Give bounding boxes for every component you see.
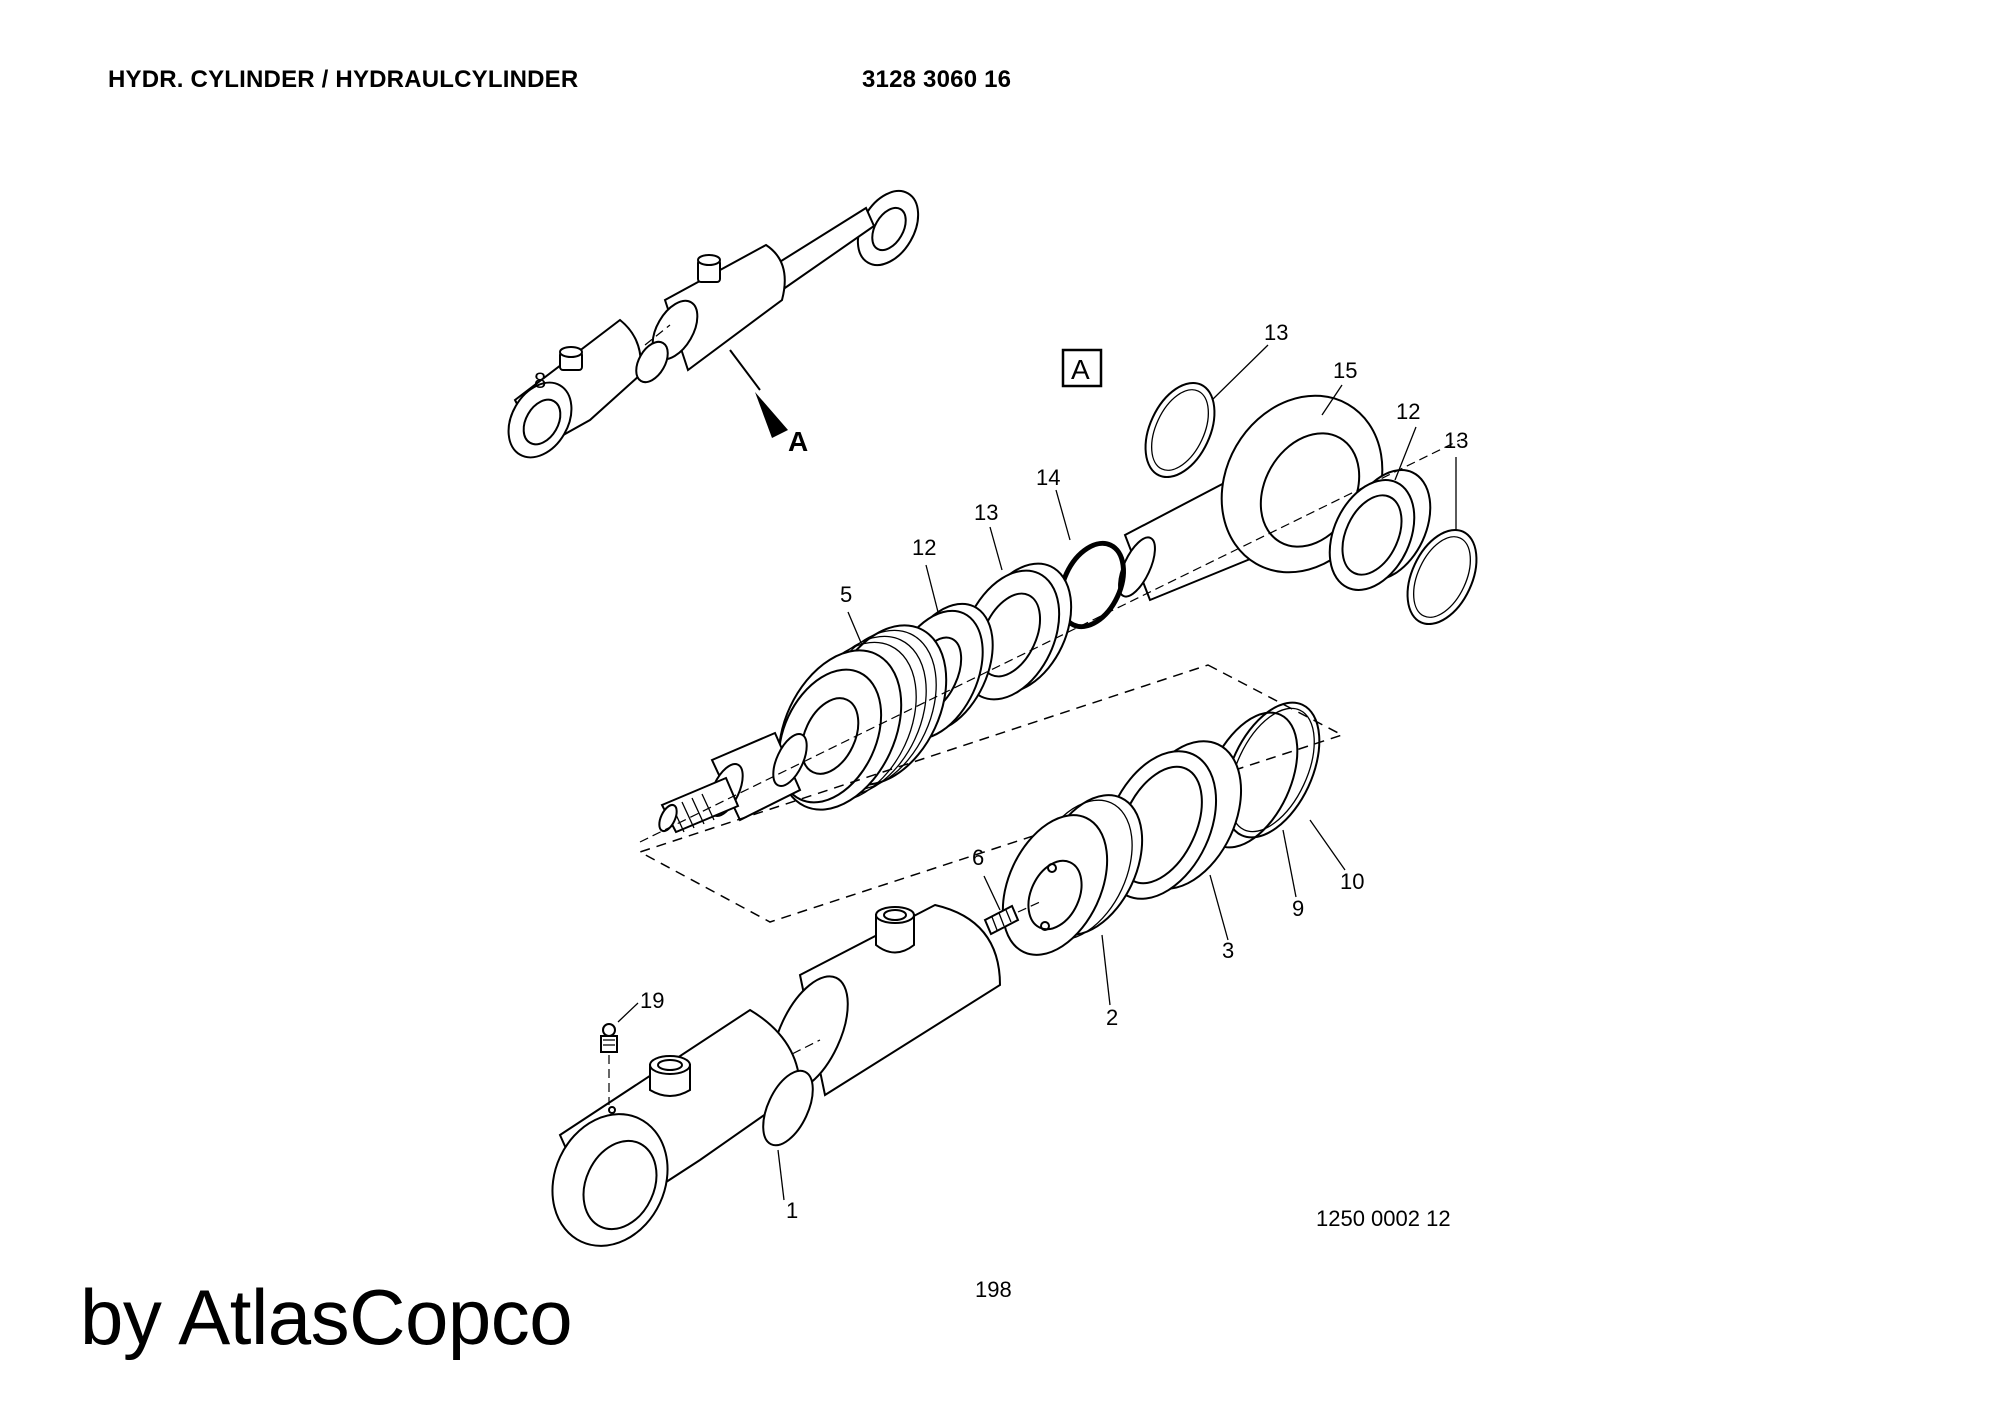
overview-cylinder [507, 190, 920, 459]
part-number: 3128 3060 16 [862, 66, 1012, 93]
callout-2: 2 [1106, 1005, 1118, 1030]
callout-19: 19 [640, 988, 664, 1013]
part-13-circlip-right [1406, 528, 1478, 626]
callout-9: 9 [1292, 896, 1304, 921]
detail-pointer-label: A [788, 426, 808, 457]
page-number: 198 [975, 1277, 1012, 1302]
callout-6: 6 [972, 845, 984, 870]
part-19-grease-nipple [600, 1023, 618, 1105]
detail-a-box [1061, 348, 1103, 388]
detail-box-label: A [1071, 354, 1090, 385]
callout-12-bushing: 12 [1396, 399, 1420, 424]
callout-8: 8 [534, 368, 546, 393]
part-10-backup-ring [1223, 701, 1321, 839]
callout-1: 1 [786, 1198, 798, 1223]
callout-3: 3 [1222, 938, 1234, 963]
brand-watermark: by AtlasCopco [80, 1273, 573, 1361]
pointer-arrow-icon [755, 392, 788, 438]
drawing-number: 1250 0002 12 [1316, 1206, 1451, 1231]
part-5-piston-rod [639, 439, 1461, 843]
part-13-circlip-left [1144, 381, 1216, 479]
part-12-bushing-right [1328, 469, 1432, 591]
part-1-cylinder-bottom [551, 1008, 814, 1247]
page-title: HYDR. CYLINDER / HYDRAULCYLINDER [108, 66, 579, 93]
callout-10: 10 [1340, 869, 1364, 894]
part-2-gland [1001, 794, 1144, 956]
cylinder-tube [771, 903, 1002, 1097]
callout-13-washer: 13 [974, 500, 998, 525]
leader-lines [617, 344, 1457, 1201]
callout-15: 15 [1333, 358, 1357, 383]
callout-13-right: 13 [1444, 428, 1468, 453]
part-6-set-screw [983, 901, 1041, 936]
part-14-o-ring [1058, 540, 1126, 630]
callouts: 1 2 3 5 6 8 9 10 12 12 13 13 13 14 15 19 [534, 320, 1468, 1223]
dashed-group-outline [638, 664, 1344, 923]
callout-5: 5 [840, 582, 852, 607]
callout-14: 14 [1036, 465, 1060, 490]
callout-12-wiper: 12 [912, 535, 936, 560]
callout-13-top: 13 [1264, 320, 1288, 345]
